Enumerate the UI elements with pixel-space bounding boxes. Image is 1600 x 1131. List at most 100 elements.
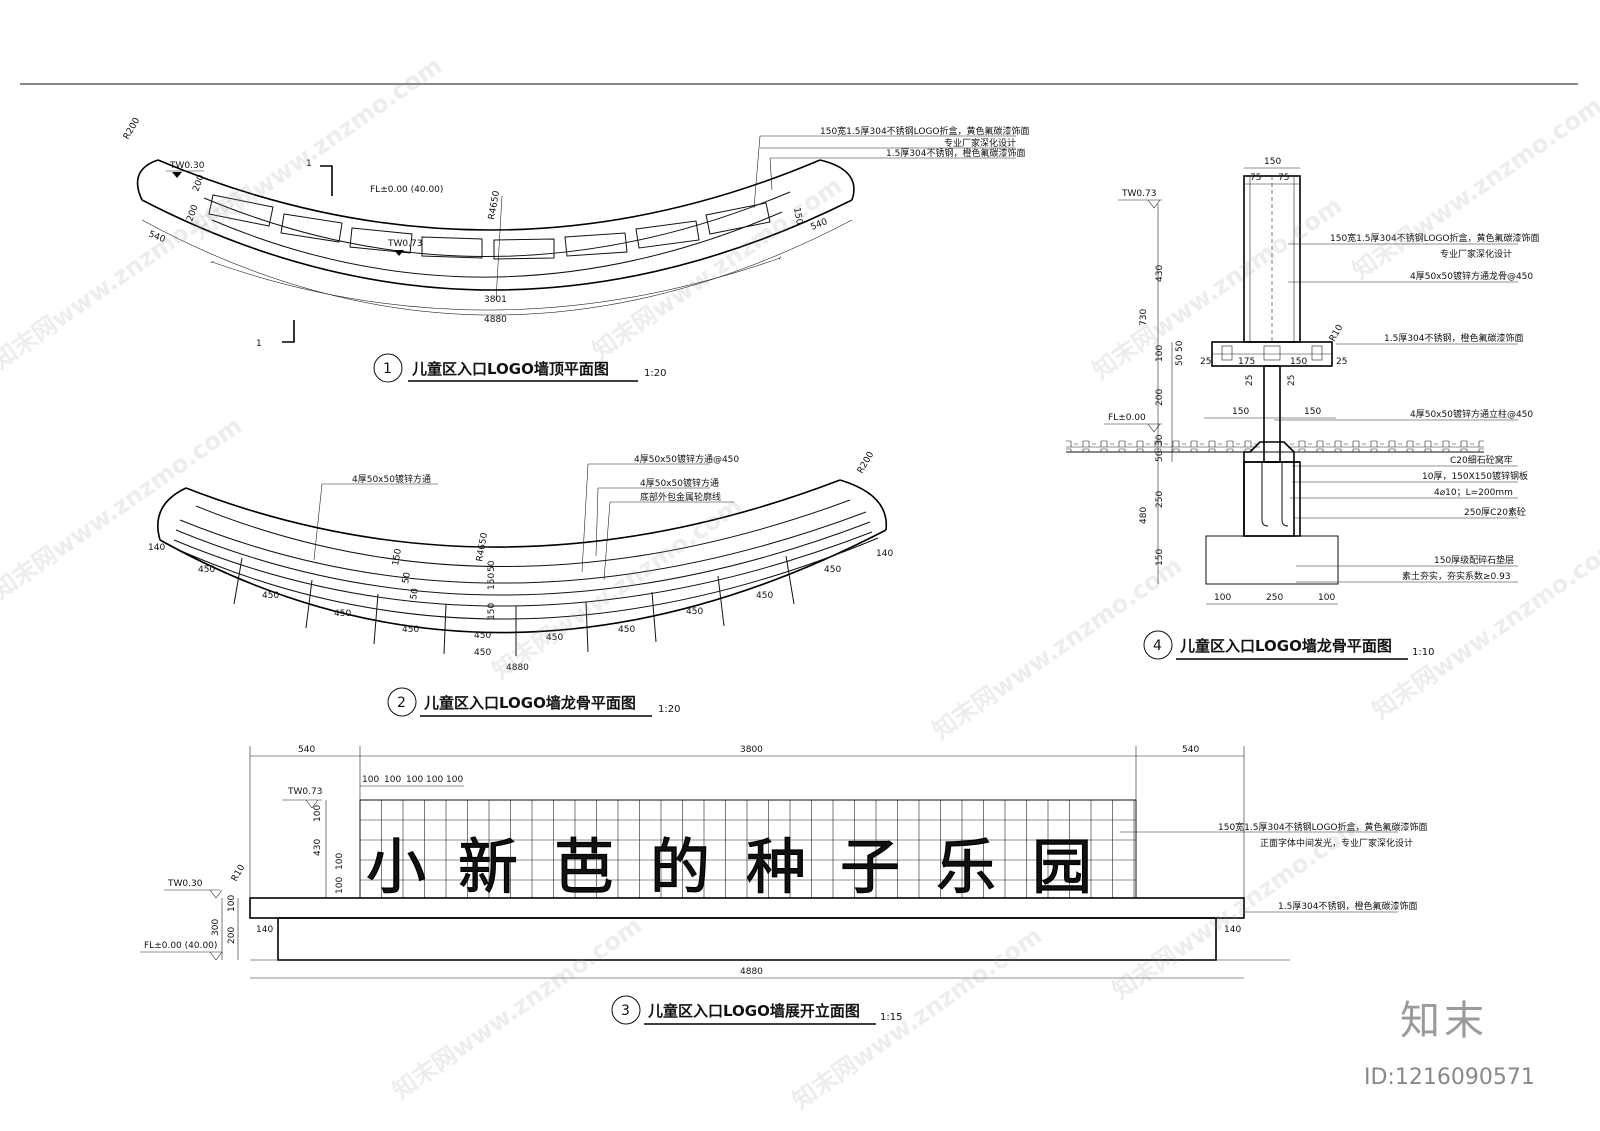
drawing-3-number: 3	[621, 1003, 630, 1019]
fl-label: FL±0.00 (40.00)	[370, 185, 443, 195]
note-2-3: 4厚50x50镀锌方通	[640, 477, 719, 489]
height-dims-3: 100 430 100 100	[313, 805, 345, 894]
note-4-1: 150宽1.5厚304不锈钢LOGO折盒，黄色氟碳漆饰面	[1330, 232, 1540, 244]
svg-text:100: 100	[1155, 345, 1165, 362]
svg-text:430: 430	[313, 839, 323, 856]
note-1-1: 150宽1.5厚304不锈钢LOGO折盒，黄色氟碳漆饰面	[820, 125, 1030, 137]
svg-text:100: 100	[426, 775, 443, 785]
note-1-3: 1.5厚304不锈钢，橙色氟碳漆饰面	[886, 147, 1026, 159]
brand-logo: 知末	[1400, 998, 1488, 1044]
frame-ribs	[233, 555, 795, 656]
mid-dim-150b: 150	[1304, 407, 1321, 417]
svg-text:50: 50	[409, 587, 421, 600]
svg-text:知末网www.znzmo.com: 知末网www.znzmo.com	[387, 911, 647, 1105]
base-body	[277, 917, 1217, 961]
svg-text:730: 730	[1139, 309, 1149, 326]
svg-text:知末网www.znzmo.com: 知末网www.znzmo.com	[187, 51, 447, 245]
svg-text:450: 450	[686, 607, 703, 617]
elev-marker-top	[172, 172, 182, 178]
drawing-4-section: 430 730 100 50 50 200 30 50 250 480 150 …	[1066, 157, 1540, 660]
svg-text:480: 480	[1139, 507, 1149, 524]
radius-r10-3: R10	[230, 863, 248, 884]
svg-text:100: 100	[406, 775, 423, 785]
concrete-footing	[1243, 441, 1295, 537]
note-4-5: 4厚50x50镀锌方通立柱@450	[1410, 408, 1533, 420]
note-4-2: 专业厂家深化设计	[1440, 248, 1512, 260]
svg-text:100: 100	[335, 877, 345, 894]
dim-140-right-3: 140	[1224, 925, 1241, 935]
svg-text:知末网www.znzmo.com: 知末网www.znzmo.com	[487, 491, 747, 685]
bottom-dim-250: 250	[1266, 593, 1283, 603]
svg-text:25: 25	[1245, 375, 1255, 386]
dim-3800: 3800	[740, 745, 763, 755]
svg-text:100: 100	[335, 853, 345, 870]
ground-hatch	[1066, 440, 1260, 452]
svg-text:450: 450	[334, 609, 351, 619]
gravel-layer	[1205, 535, 1339, 585]
dim-540-left-3: 540	[298, 745, 315, 755]
note-3-1: 150宽1.5厚304不锈钢LOGO折盒，黄色氟碳漆饰面	[1218, 821, 1428, 833]
dim-200a: 200	[191, 173, 206, 193]
arc-outer-top	[157, 159, 821, 231]
rib-spacing-labels: 450 450 450 450 450 450 450 450 450 450 …	[198, 565, 841, 658]
note-3-3: 1.5厚304不锈钢，橙色氟碳漆饰面	[1278, 900, 1418, 912]
fl-label-3: FL±0.00 (40.00)	[144, 941, 217, 951]
mid-dims-2: 150 50 50 150 150 50	[391, 548, 497, 620]
svg-text:100: 100	[384, 775, 401, 785]
svg-text:150: 150	[391, 548, 404, 567]
grid-dims-3: 100 100 100 100 100	[362, 775, 463, 785]
svg-text:450: 450	[474, 631, 491, 641]
svg-text:450: 450	[824, 565, 841, 575]
drawing-2-scale: 1:20	[658, 704, 680, 715]
radius-right-2: R200	[856, 450, 877, 476]
dim-4880: 4880	[484, 315, 507, 325]
svg-text:知末网www.znzmo.com: 知末网www.znzmo.com	[587, 171, 847, 365]
radius-r10-4: R10	[1328, 323, 1346, 344]
top-dim-75b: 75	[1278, 173, 1289, 183]
radius-main: R4650	[487, 190, 502, 221]
height-dims-4: 430 730 100 50 50 200 30 50 250 480 150	[1139, 265, 1185, 566]
svg-text:50: 50	[401, 571, 413, 584]
drawing-4-number: 4	[1153, 638, 1162, 654]
logo-char-5: 种	[746, 833, 806, 903]
note-4-7: 10厚，150X150镀锌钢板	[1422, 470, 1528, 482]
svg-text:200: 200	[1155, 389, 1165, 406]
drawing-1-scale: 1:20	[644, 368, 666, 379]
svg-text:450: 450	[262, 591, 279, 601]
top-dim-150: 150	[1264, 157, 1281, 167]
logo-char-6: 子	[840, 833, 900, 903]
elev-tw030-3: TW0.30	[167, 879, 203, 889]
elev-tw030: TW0.30	[169, 161, 205, 171]
drawing-1-title: 儿童区入口LOGO墙顶平面图	[411, 360, 609, 378]
logo-characters: 小 新 芭 的 种 子 乐 园	[365, 832, 1092, 903]
elev-marker-mid	[394, 250, 404, 256]
svg-text:25: 25	[1200, 357, 1211, 367]
drawing-4-scale: 1:10	[1412, 647, 1434, 658]
svg-text:100: 100	[227, 895, 237, 912]
svg-text:知末网www.znzmo.com: 知末网www.znzmo.com	[927, 551, 1187, 745]
leaders-4	[1274, 243, 1518, 583]
note-2-4: 底部外包金属轮廓线	[640, 491, 721, 503]
watermarks: 知末网www.znzmo.com 知末网www.znzmo.com 知末网www…	[0, 51, 1600, 1115]
svg-text:450: 450	[756, 591, 773, 601]
base-dims-3: 100 300 200	[211, 895, 237, 944]
svg-text:50: 50	[487, 560, 497, 572]
logo-char-1: 小	[366, 833, 426, 903]
note-2-1: 4厚50x50镀锌方通	[352, 473, 431, 485]
dim-140-left: 140	[148, 543, 165, 553]
drawing-3-title: 儿童区入口LOGO墙展开立面图	[647, 1002, 860, 1020]
elev-tw073-3: TW0.73	[287, 787, 322, 797]
svg-text:100: 100	[313, 805, 323, 822]
svg-text:450: 450	[402, 625, 419, 635]
svg-text:知末网www.znzmo.com: 知末网www.znzmo.com	[1087, 191, 1347, 385]
logo-char-4: 的	[650, 833, 710, 903]
dim-140-right: 140	[876, 549, 893, 559]
note-4-4: 1.5厚304不锈钢，橙色氟碳漆饰面	[1384, 332, 1524, 344]
svg-text:150: 150	[1155, 549, 1165, 566]
svg-text:30: 30	[1155, 434, 1165, 446]
svg-text:25: 25	[1336, 357, 1347, 367]
note-4-6: C20细石砼窝牢	[1450, 454, 1513, 466]
note-4-9: 250厚C20素砼	[1464, 506, 1526, 518]
svg-text:150: 150	[487, 603, 497, 620]
